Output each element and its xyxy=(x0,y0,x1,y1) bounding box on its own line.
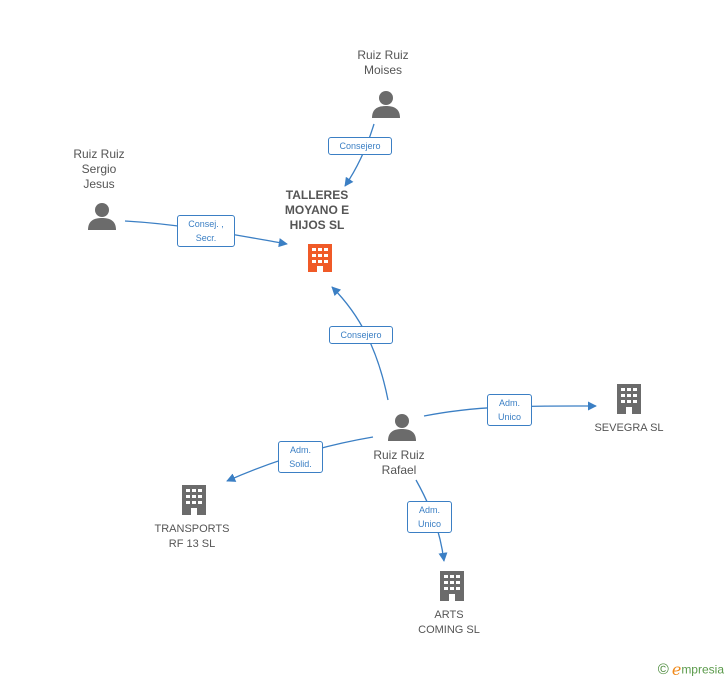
node-ruiz-ruiz-sergio[interactable]: Ruiz Ruiz Sergio Jesus xyxy=(54,147,144,192)
node-label: Ruiz Ruiz Rafael xyxy=(373,448,425,477)
empresia-watermark: ©empresia xyxy=(658,660,724,679)
edge-label-rafael-sevegra[interactable]: Adm. Unico xyxy=(487,394,532,426)
edge-label-rafael-arts[interactable]: Adm. Unico xyxy=(407,501,452,533)
edge-moises-main xyxy=(344,123,375,187)
node-label: SEVEGRA SL xyxy=(594,422,664,434)
node-transports-rf13[interactable]: TRANSPORTS RF 13 SL xyxy=(146,522,238,552)
brand-initial: e xyxy=(671,660,682,679)
person-icon xyxy=(372,91,400,118)
node-label: TALLERES MOYANO E HIJOS SL xyxy=(284,188,350,232)
node-arts-coming[interactable]: ARTS COMING SL xyxy=(404,608,494,638)
copyright-icon: © xyxy=(657,661,669,678)
node-ruiz-ruiz-rafael[interactable]: Ruiz Ruiz Rafael xyxy=(354,448,444,478)
edge-label-rafael-main[interactable]: Consejero xyxy=(329,326,393,344)
person-icon xyxy=(88,203,116,230)
edge-label-moises-main[interactable]: Consejero xyxy=(328,137,392,155)
edge-label-sergio-main[interactable]: Consej. , Secr. xyxy=(177,215,235,247)
node-ruiz-ruiz-moises[interactable]: Ruiz Ruiz Moises xyxy=(338,48,428,78)
building-icon xyxy=(182,485,206,515)
brand-name: mpresia xyxy=(681,662,724,677)
node-label: Ruiz Ruiz Moises xyxy=(357,48,409,77)
node-sevegra[interactable]: SEVEGRA SL xyxy=(584,421,674,436)
building-icon xyxy=(308,244,332,272)
building-icon xyxy=(617,384,641,414)
edge-label-rafael-transports[interactable]: Adm. Solid. xyxy=(278,441,323,473)
node-label: TRANSPORTS RF 13 SL xyxy=(154,523,230,550)
building-icon xyxy=(440,571,464,601)
node-label: ARTS COMING SL xyxy=(418,609,480,636)
node-talleres-moyano[interactable]: TALLERES MOYANO E HIJOS SL xyxy=(270,188,364,233)
person-icon xyxy=(388,414,416,441)
node-label: Ruiz Ruiz Sergio Jesus xyxy=(73,147,125,191)
